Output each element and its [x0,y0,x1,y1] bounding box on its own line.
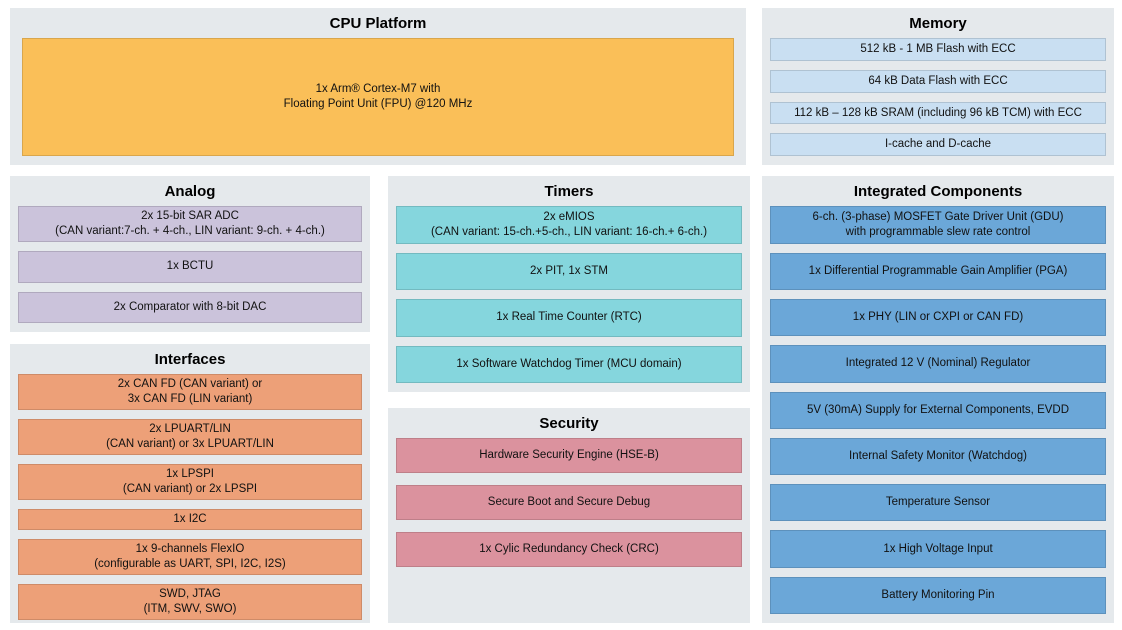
block-row: 5V (30mA) Supply for External Components… [770,391,1106,429]
timers-blocks: 2x eMIOS(CAN variant: 15-ch.+5-ch., LIN … [396,206,742,383]
block-row: I-cache and D-cache [770,133,1106,156]
block-row-label: SWD, JTAG(ITM, SWV, SWO) [143,587,237,615]
block-row: Temperature Sensor [770,484,1106,522]
panel-memory: Memory 512 kB - 1 MB Flash with ECC 64 kB… [762,8,1114,165]
block-row: 6-ch. (3-phase) MOSFET Gate Driver Unit … [770,206,1106,244]
block-row-label: 1x PHY (LIN or CXPI or CAN FD) [852,311,1024,324]
block-row: 2x PIT, 1x STM [396,252,742,291]
block-row-label: 2x Comparator with 8-bit DAC [113,300,267,313]
block-row-label: 1x Cylic Redundancy Check (CRC) [479,543,659,556]
block-row-label: 5V (30mA) Supply for External Components… [806,403,1070,416]
block-row-label: 2x LPUART/LIN(CAN variant) or 3x LPUART/… [106,423,274,451]
block-row-label: 512 kB - 1 MB Flash with ECC [860,43,1016,56]
block-row: Secure Boot and Secure Debug [396,485,742,521]
block-row: 1x I2C [18,508,362,530]
block-row: 2x 15-bit SAR ADC(CAN variant:7-ch. + 4-… [18,206,362,243]
security-blocks: Hardware Security Engine (HSE-B) Secure B… [396,438,742,614]
block-row-label: Hardware Security Engine (HSE-B) [479,449,659,462]
panel-title-interfaces: Interfaces [154,351,226,368]
block-row-label: 2x eMIOS(CAN variant: 15-ch.+5-ch., LIN … [430,211,708,238]
block-row-label: I-cache and D-cache [884,138,992,151]
block-row: 1x Differential Programmable Gain Amplif… [770,252,1106,290]
block-row: 1x 9-channels FlexIO(configurable as UAR… [18,538,362,575]
block-row: 512 kB - 1 MB Flash with ECC [770,38,1106,61]
panel-security: Security Hardware Security Engine (HSE-B… [388,408,750,623]
block-row-label: Internal Safety Monitor (Watchdog) [849,450,1027,462]
block-row-label: 1x Real Time Counter (RTC) [496,311,642,324]
block-row: SWD, JTAG(ITM, SWV, SWO) [18,583,362,620]
block-row-label: Integrated 12 V (Nominal) Regulator [845,357,1031,370]
panel-integrated-components: Integrated Components 6-ch. (3-phase) MO… [762,176,1114,623]
panel-title-analog: Analog [164,183,216,200]
block-row: Integrated 12 V (Nominal) Regulator [770,345,1106,383]
block-row: 1x Real Time Counter (RTC) [396,299,742,337]
block-row-label: 1x I2C [173,512,207,525]
block-row: 1x Software Watchdog Timer (MCU domain) [396,345,742,383]
block-row: Hardware Security Engine (HSE-B) [396,438,742,474]
panel-title-memory: Memory [909,15,967,32]
panel-title-timers: Timers [544,183,594,200]
block-row: 2x LPUART/LIN(CAN variant) or 3x LPUART/… [18,419,362,455]
block-row: Internal Safety Monitor (Watchdog) [770,437,1106,476]
panel-title-security: Security [539,415,599,432]
block-row-label: Temperature Sensor [885,496,991,509]
block-row-label: 1x High Voltage Input [883,542,993,555]
block-row: 1x BCTU [18,251,362,283]
block-row: 64 kB Data Flash with ECC [770,69,1106,93]
block-row: Battery Monitoring Pin [770,576,1106,615]
block-row: 2x eMIOS(CAN variant: 15-ch.+5-ch., LIN … [396,206,742,244]
block-row-label: 6-ch. (3-phase) MOSFET Gate Driver Unit … [812,210,1064,238]
block-row-label: Secure Boot and Secure Debug [487,496,651,509]
block-row-label: 64 kB Data Flash with ECC [868,74,1008,87]
block-row-label: 1x 9-channels FlexIO(configurable as UAR… [94,542,286,570]
panel-timers: Timers 2x eMIOS(CAN variant: 15-ch.+5-ch… [388,176,750,392]
block-row-label: 112 kB – 128 kB SRAM (including 96 kB TC… [794,106,1082,119]
block-row-label: Battery Monitoring Pin [881,588,995,601]
block-row: 1x LPSPI(CAN variant) or 2x LPSPI [18,464,362,500]
panel-title-cpu-platform: CPU Platform [329,15,427,32]
block-row: 1x High Voltage Input [770,530,1106,568]
block-row-label: 2x PIT, 1x STM [530,264,608,277]
block-row-label: 1x BCTU [166,260,214,273]
block-row: 2x Comparator with 8-bit DAC [18,291,362,323]
block-row: 1x PHY (LIN or CXPI or CAN FD) [770,298,1106,337]
block-row-label: 1x Software Watchdog Timer (MCU domain) [456,357,682,370]
integrated-components-blocks: 6-ch. (3-phase) MOSFET Gate Driver Unit … [770,206,1106,615]
block-row-label: 1x Differential Programmable Gain Amplif… [808,264,1068,277]
panel-analog: Analog 2x 15-bit SAR ADC(CAN variant:7-c… [10,176,370,332]
block-row: 112 kB – 128 kB SRAM (including 96 kB TC… [770,101,1106,125]
block-row-label: 1x LPSPI(CAN variant) or 2x LPSPI [122,468,258,495]
panel-title-integrated-components: Integrated Components [853,183,1023,200]
block-row-label: 2x 15-bit SAR ADC(CAN variant:7-ch. + 4-… [55,210,325,238]
analog-blocks: 2x 15-bit SAR ADC(CAN variant:7-ch. + 4-… [18,206,362,323]
block-row: 1x Cylic Redundancy Check (CRC) [396,532,742,568]
memory-blocks: 512 kB - 1 MB Flash with ECC 64 kB Data F… [770,38,1106,156]
